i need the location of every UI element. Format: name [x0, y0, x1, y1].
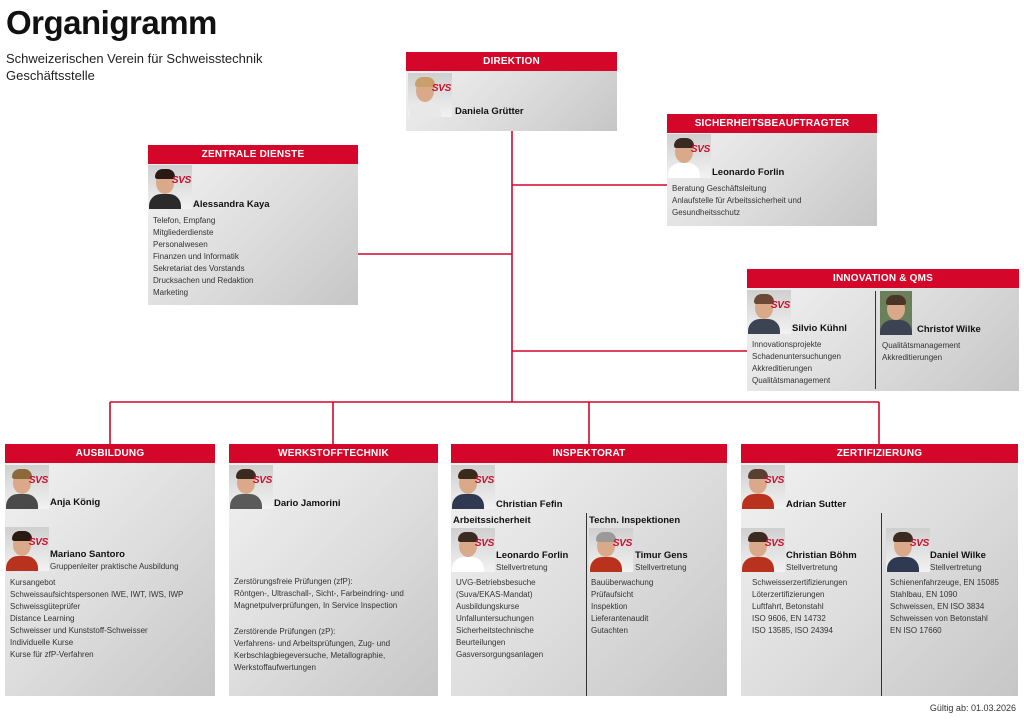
- portrait-christian-boehm: SVS: [741, 528, 785, 572]
- portrait-leonardo-forlin: SVS: [667, 134, 711, 178]
- werkstoff-box: WERKSTOFFTECHNIK SVS Dario Jamorini Zers…: [229, 444, 438, 696]
- zertifizierung-sub2-person: Daniel Wilke: [930, 550, 986, 561]
- zentrale-header: ZENTRALE DIENSTE: [148, 145, 358, 164]
- werkstoff-task-list-zfp: Zerstörungsfreie Prüfungen (zfP):Röntgen…: [234, 577, 404, 610]
- innovation-box: INNOVATION & QMS SVS Silvio Kühnl Innova…: [747, 269, 1019, 391]
- inspektorat-sub2-person: Timur Gens: [635, 550, 688, 561]
- zertifizierung-divider: [881, 513, 882, 696]
- werkstoff-header: WERKSTOFFTECHNIK: [229, 444, 438, 463]
- ausbildung-person1-name: Anja König: [50, 497, 101, 508]
- innovation-person2-name: Christof Wilke: [917, 324, 981, 335]
- zertifizierung-person-name: Adrian Sutter: [786, 499, 847, 510]
- innovation-person1-name: Silvio Kühnl: [792, 323, 847, 334]
- inspektorat-sub1-title: Arbeitssicherheit: [453, 515, 531, 526]
- portrait-alessandra-kaya: SVS: [148, 165, 192, 209]
- ausbildung-box: AUSBILDUNG SVS Anja König SVS Mariano Sa…: [5, 444, 215, 696]
- zertifizierung-sub1-person: Christian Böhm: [786, 550, 857, 561]
- direktion-box: DIREKTION SVS Daniela Grütter: [406, 52, 617, 131]
- werkstoff-person-name: Dario Jamorini: [274, 498, 341, 509]
- portrait-dario-jamorini: SVS: [229, 465, 273, 509]
- portrait-adrian-sutter: SVS: [741, 465, 785, 509]
- inspektorat-box: INSPEKTORAT SVS Christian Fefin Arbeitss…: [451, 444, 727, 696]
- inspektorat-person-name: Christian Fefin: [496, 499, 563, 510]
- zertifizierung-sub2-role: Stellvertretung: [930, 563, 982, 572]
- inspektorat-sub2-role: Stellvertretung: [635, 563, 687, 572]
- zentrale-person-name: Alessandra Kaya: [193, 199, 270, 210]
- portrait-daniela-gruetter: SVS: [408, 73, 452, 117]
- inspektorat-sub1-person: Leonardo Forlin: [496, 550, 569, 561]
- portrait-daniel-wilke: SVS: [886, 528, 930, 572]
- inspektorat-sub1-role: Stellvertretung: [496, 563, 548, 572]
- portrait-leonardo-forlin-2: SVS: [451, 528, 495, 572]
- sicherheit-box: SICHERHEITSBEAUFTRAGTER SVS Leonardo For…: [667, 114, 877, 226]
- zertifizierung-box: ZERTIFIZIERUNG SVS Adrian Sutter SVS Chr…: [741, 444, 1018, 696]
- ausbildung-person2-name: Mariano Santoro: [50, 549, 125, 560]
- portrait-anja-koenig: SVS: [5, 465, 49, 509]
- werkstoff-task-list-zp: Zerstörende Prüfungen (zP):Verfahrens- u…: [234, 627, 391, 672]
- inspektorat-divider: [586, 513, 587, 696]
- page-title: Organigramm: [6, 4, 217, 41]
- sicherheit-header: SICHERHEITSBEAUFTRAGTER: [667, 114, 877, 133]
- direktion-header: DIREKTION: [406, 52, 617, 71]
- valid-from-date: Gültig ab: 01.03.2026: [929, 703, 1016, 713]
- portrait-mariano-santoro: SVS: [5, 527, 49, 571]
- zertifizierung-header: ZERTIFIZIERUNG: [741, 444, 1018, 463]
- zertifizierung-sub1-role: Stellvertretung: [786, 563, 838, 572]
- inspektorat-header: INSPEKTORAT: [451, 444, 727, 463]
- portrait-christian-fefin: SVS: [451, 465, 495, 509]
- portrait-christof-wilke: [880, 291, 912, 335]
- zentrale-box: ZENTRALE DIENSTE SVS Alessandra Kaya Tel…: [148, 145, 358, 305]
- innovation-divider: [875, 291, 876, 389]
- innovation-header: INNOVATION & QMS: [747, 269, 1019, 288]
- portrait-silvio-kuehnl: SVS: [747, 290, 791, 334]
- inspektorat-sub2-title: Techn. Inspektionen: [589, 515, 681, 526]
- subtitle-line-2: Geschäftsstelle: [6, 68, 95, 83]
- subtitle-line-1: Schweizerischen Verein für Schweisstechn…: [6, 51, 263, 66]
- direktion-person-name: Daniela Grütter: [455, 106, 524, 117]
- portrait-timur-gens: SVS: [589, 528, 633, 572]
- page-subtitle: Schweizerischen Verein für Schweisstechn…: [6, 50, 263, 84]
- sicherheit-person-name: Leonardo Forlin: [712, 167, 785, 178]
- ausbildung-header: AUSBILDUNG: [5, 444, 215, 463]
- inspektorat-sub1-task-list: UVG-Betriebsbesuche(Suva/EKAS-Mandat)Aus…: [456, 578, 544, 659]
- ausbildung-person2-role: Gruppenleiter praktische Ausbildung: [50, 562, 179, 571]
